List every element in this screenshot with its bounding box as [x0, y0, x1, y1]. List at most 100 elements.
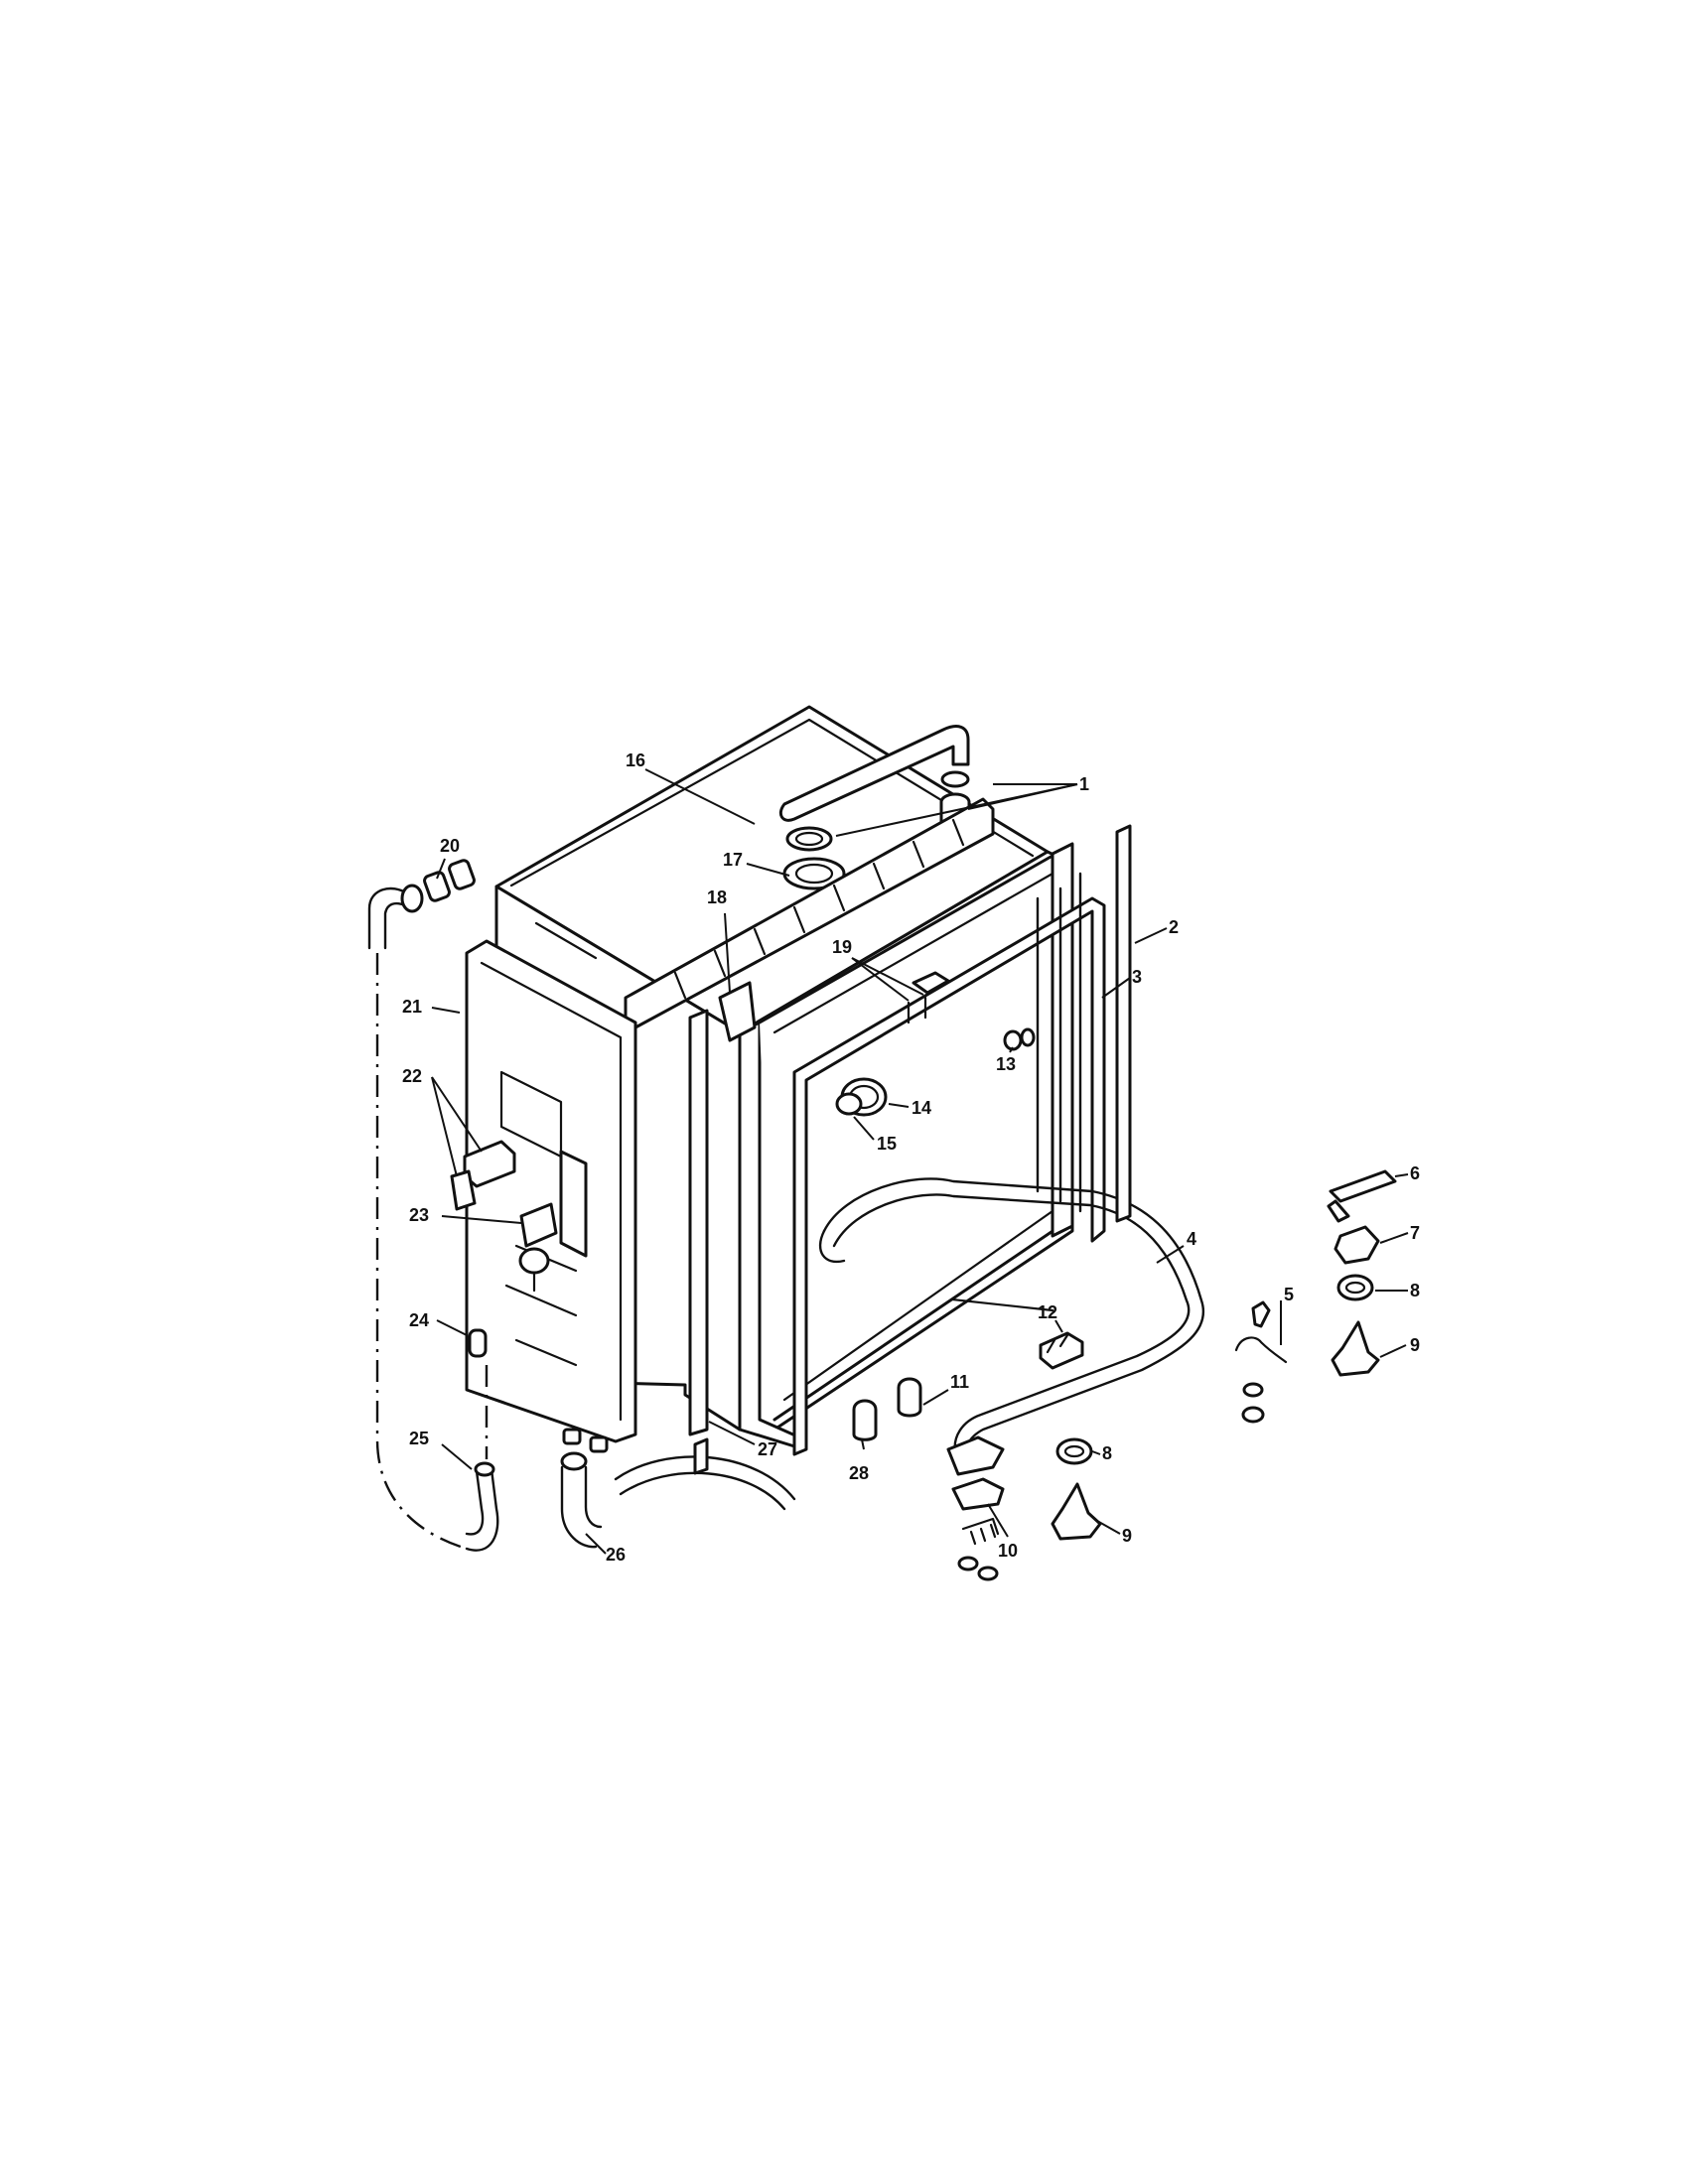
callout-23: 23: [409, 1205, 429, 1225]
callout-labels: 1 2 3 4 5 6 7 8 9 8 9 10 11 12 13 14 15 …: [402, 751, 1420, 1565]
door-side-rail-left: [688, 1009, 709, 1436]
callout-3: 3: [1132, 967, 1142, 987]
vent-cap-13: [1003, 1029, 1023, 1051]
hose-26-arc: [614, 1455, 796, 1501]
callout-18: 18: [707, 887, 727, 907]
bracket-19: [912, 971, 950, 995]
terminal-nut-1: [957, 1556, 979, 1571]
callout-21: 21: [402, 997, 422, 1017]
hose-elbow-lower-inner: [465, 1469, 485, 1536]
coupler-24: [468, 1328, 488, 1358]
terminal-plate-10: [951, 1477, 1005, 1511]
hinge-bracket: [718, 981, 757, 1042]
heater-inner: [832, 1193, 1191, 1453]
rear-plug-1: [562, 1428, 582, 1445]
callout-28: 28: [849, 1463, 869, 1483]
spray-arm-cap-1: [940, 770, 970, 788]
leg-9b: [1051, 1482, 1102, 1541]
callout-7: 7: [1410, 1223, 1420, 1243]
hose-end-25: [474, 1461, 495, 1477]
ring-lower-inner: [794, 863, 834, 885]
terminal-clip-10: [961, 1517, 1000, 1546]
hose-26-outer: [560, 1465, 598, 1549]
door-gasket-inner: [1036, 872, 1082, 1213]
hose-dashed-run: [375, 953, 468, 1551]
spray-arm-tube: [778, 725, 970, 822]
callout-1: 1: [1079, 774, 1089, 794]
nut-5b: [1241, 1406, 1265, 1424]
heater-mount-plate: [946, 1435, 1005, 1476]
heater-loop: [818, 1229, 846, 1264]
callout-9b: 9: [1122, 1526, 1132, 1546]
hose-cuff-26: [560, 1451, 588, 1471]
washer-5a: [1242, 1382, 1264, 1398]
callout-6: 6: [1410, 1163, 1420, 1183]
callout-5: 5: [1284, 1285, 1294, 1304]
rear-panel: [465, 939, 637, 1443]
terminal-nut-2: [977, 1566, 999, 1581]
spring-5: [1234, 1336, 1288, 1364]
callout-25: 25: [409, 1429, 429, 1448]
hose-26-arc-inner: [619, 1471, 786, 1511]
callout-19: 19: [832, 937, 852, 957]
callout-17: 17: [723, 850, 743, 870]
insulation-segments: [673, 818, 965, 1000]
door-side-rail-right: [1051, 842, 1074, 1238]
clip-7: [1333, 1225, 1380, 1265]
clip-lower: [450, 1169, 477, 1211]
callout-20: 20: [440, 836, 460, 856]
callout-15: 15: [877, 1134, 897, 1154]
callout-8b: 8: [1102, 1443, 1112, 1463]
bracket-6-end: [1327, 1199, 1350, 1223]
foot-cap-8a: [1336, 1274, 1374, 1301]
hose-elbow-upper-inner: [383, 901, 407, 950]
rear-plug-2: [589, 1435, 609, 1453]
callout-8: 8: [1410, 1281, 1420, 1300]
element-caps: [852, 1377, 922, 1441]
callout-2: 2: [1169, 917, 1179, 937]
hose-elbow-upper: [367, 887, 409, 950]
element-bracket: [1039, 1331, 1084, 1370]
trim-strip-27: [693, 1437, 709, 1475]
callout-11: 11: [950, 1372, 969, 1392]
side-gasket: [1115, 824, 1132, 1223]
ring-upper: [785, 826, 833, 852]
rear-access-panel: [465, 939, 637, 1453]
heater-terminals: [951, 1477, 1005, 1581]
callout-12: 12: [1038, 1302, 1057, 1322]
hose-coupler-20a: [423, 871, 451, 902]
bracket-12-detail: [1046, 1333, 1069, 1354]
cap-11: [897, 1377, 922, 1418]
heating-element: [818, 1177, 1204, 1476]
hose-26-inner: [584, 1465, 603, 1529]
heater-outer: [822, 1177, 1204, 1461]
callout-10: 10: [998, 1541, 1018, 1561]
ring-upper-inner: [794, 831, 824, 847]
door-gasket-3: [792, 896, 1106, 1456]
callout-4: 4: [1187, 1229, 1196, 1249]
sensor-block: [518, 1202, 558, 1293]
hose-elbow-lower: [465, 1467, 499, 1552]
leader-lines: [431, 768, 1409, 1555]
foot-cap-8a-inner: [1344, 1281, 1366, 1295]
vent-grommet-13: [1020, 1027, 1036, 1047]
gasket-2: [1115, 824, 1132, 1223]
sensor-body: [519, 1202, 558, 1248]
sensor-round: [518, 1247, 550, 1275]
leg-9a: [1331, 1320, 1380, 1377]
cap-28: [852, 1399, 878, 1441]
rear-panel-inner: [480, 961, 623, 1422]
bracket-6: [1329, 1169, 1397, 1203]
fill-seal-15: [835, 1092, 863, 1116]
callout-13: 13: [996, 1054, 1016, 1074]
wire-clips: [450, 1140, 516, 1211]
rear-panel-slot: [559, 1150, 588, 1258]
screw-5: [1251, 1300, 1271, 1328]
drain-hose-assembly: [367, 859, 499, 1552]
callout-14: 14: [912, 1098, 931, 1118]
callout-24: 24: [409, 1310, 429, 1330]
hose-coupler-20b: [448, 859, 476, 890]
bracket-12: [1039, 1331, 1084, 1370]
hose-clamp-20: [400, 884, 424, 913]
